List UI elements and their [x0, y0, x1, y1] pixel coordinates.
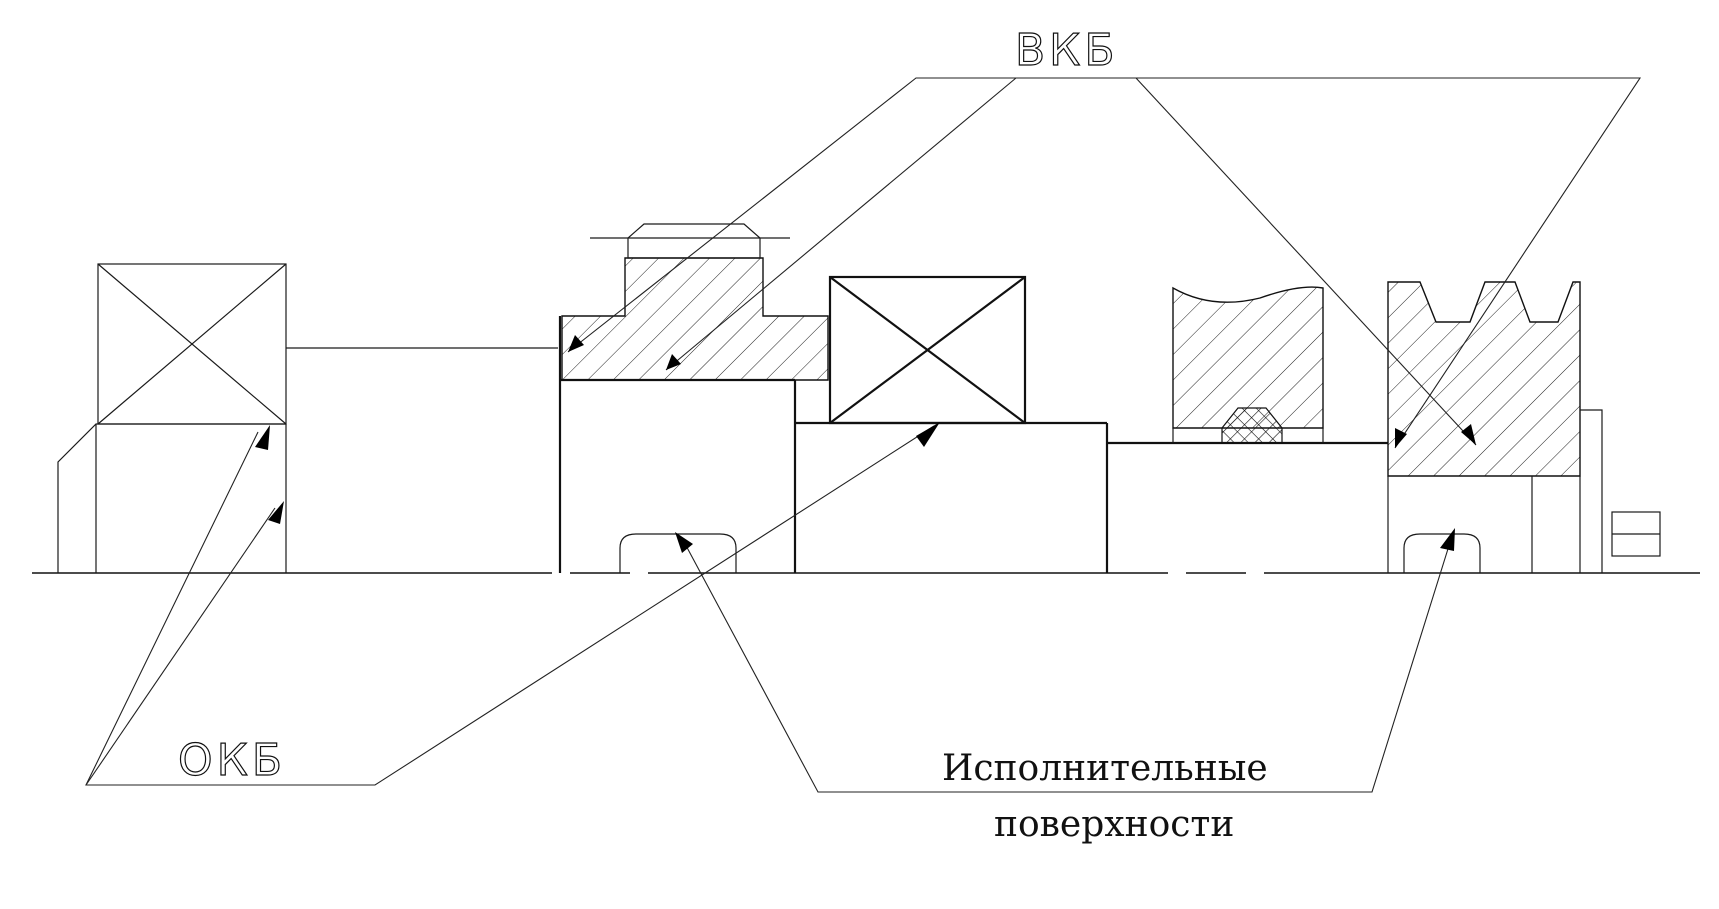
label-okb: ОКБ: [178, 735, 286, 786]
middle-bearing: [828, 275, 1027, 425]
left-shaft-end: [57, 423, 287, 573]
label-executive-surfaces-line1: Исполнительные: [942, 748, 1268, 789]
middle-shaft: [795, 421, 1388, 573]
v-belt-pulley: [1387, 281, 1661, 573]
arrowheads: [255, 335, 1476, 553]
label-executive-surfaces-line2: поверхности: [994, 804, 1234, 845]
label-vkb: ВКБ: [1015, 25, 1119, 76]
seal-wheel: [1172, 286, 1324, 444]
okb-leaders: [85, 425, 935, 786]
left-bearing: [97, 263, 287, 425]
vkb-leaders: [567, 77, 1642, 449]
exec-surface-leaders: [682, 535, 1453, 793]
gear-hub: [558, 223, 829, 573]
